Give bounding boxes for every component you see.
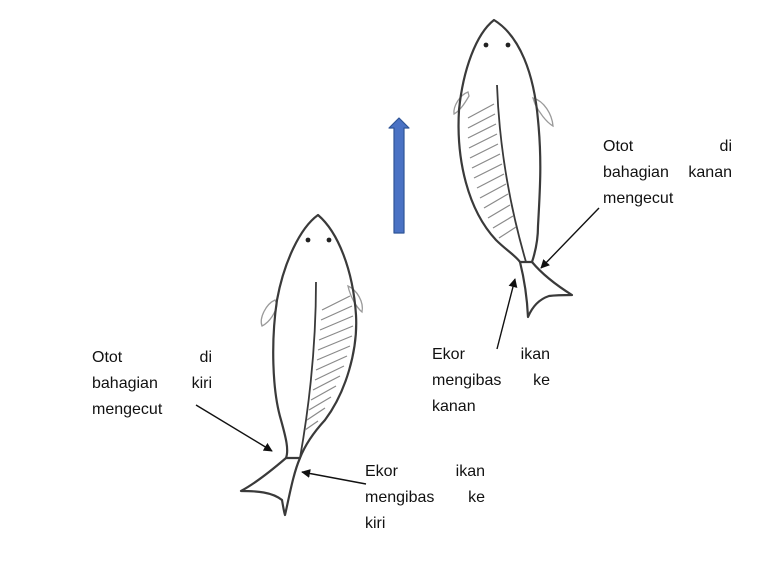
label-line: bahagian kanan bbox=[603, 160, 732, 186]
swim-direction-arrow bbox=[388, 117, 410, 234]
pointer-right-muscle bbox=[540, 207, 600, 269]
label-word: Ekor bbox=[365, 463, 398, 480]
left-fish-pectoral-fin-right bbox=[347, 284, 363, 314]
label-word: mengecut bbox=[92, 401, 163, 418]
label-line: mengibas ke bbox=[432, 368, 550, 394]
label-word: kiri bbox=[191, 375, 212, 392]
label-line: Otot di bbox=[603, 134, 732, 160]
fish-left bbox=[239, 213, 363, 517]
pointer-left-tail bbox=[301, 469, 367, 485]
label-word: ikan bbox=[455, 463, 485, 480]
label-right-muscle-contracts: Otot di bahagian kanan mengecut bbox=[603, 134, 732, 212]
label-line: bahagian kiri bbox=[92, 371, 212, 397]
right-fish-eye-right bbox=[505, 42, 511, 48]
label-word: bahagian bbox=[92, 375, 158, 392]
right-fish-spine-line bbox=[496, 84, 527, 263]
pointer-right-tail bbox=[496, 278, 518, 350]
label-left-tail-swings: Ekor ikan mengibas ke kiri bbox=[365, 459, 485, 537]
label-word: kiri bbox=[365, 515, 386, 532]
label-word: di bbox=[199, 349, 212, 366]
label-line: kiri bbox=[365, 511, 485, 537]
label-line: mengibas ke bbox=[365, 485, 485, 511]
left-fish-contracted-muscle-hatching bbox=[305, 295, 354, 431]
left-fish-spine-line bbox=[299, 281, 317, 459]
label-word: ke bbox=[468, 489, 485, 506]
label-word: di bbox=[719, 138, 732, 155]
label-line: mengecut bbox=[603, 186, 732, 212]
label-word: mengecut bbox=[603, 190, 674, 207]
right-fish-tail-fin bbox=[518, 261, 574, 319]
left-fish-tail-fin bbox=[239, 457, 302, 517]
label-line: Ekor ikan bbox=[365, 459, 485, 485]
label-line: Ekor ikan bbox=[432, 342, 550, 368]
label-word: bahagian bbox=[603, 164, 669, 181]
right-fish-body bbox=[457, 18, 542, 264]
label-line: kanan bbox=[432, 394, 550, 420]
label-word: Otot bbox=[92, 349, 123, 366]
label-line: Otot di bbox=[92, 345, 212, 371]
label-word: ke bbox=[533, 372, 550, 389]
label-word: mengibas bbox=[432, 372, 502, 389]
pointer-left-muscle bbox=[195, 404, 273, 452]
label-word: ikan bbox=[520, 346, 550, 363]
left-fish-body bbox=[272, 213, 358, 460]
label-word: kanan bbox=[432, 398, 476, 415]
label-right-tail-swings: Ekor ikan mengibas ke kanan bbox=[432, 342, 550, 420]
right-fish-eye-left bbox=[483, 42, 489, 48]
label-line: mengecut bbox=[92, 397, 212, 423]
label-word: Otot bbox=[603, 138, 634, 155]
label-word: Ekor bbox=[432, 346, 465, 363]
left-fish-eye-left bbox=[305, 237, 311, 243]
label-word: kanan bbox=[688, 164, 732, 181]
right-fish-contracted-muscle-hatching bbox=[467, 103, 517, 239]
left-fish-eye-right bbox=[326, 237, 332, 243]
fish-right bbox=[453, 18, 574, 319]
label-word: mengibas bbox=[365, 489, 435, 506]
label-left-muscle-contracts: Otot di bahagian kiri mengecut bbox=[92, 345, 212, 423]
